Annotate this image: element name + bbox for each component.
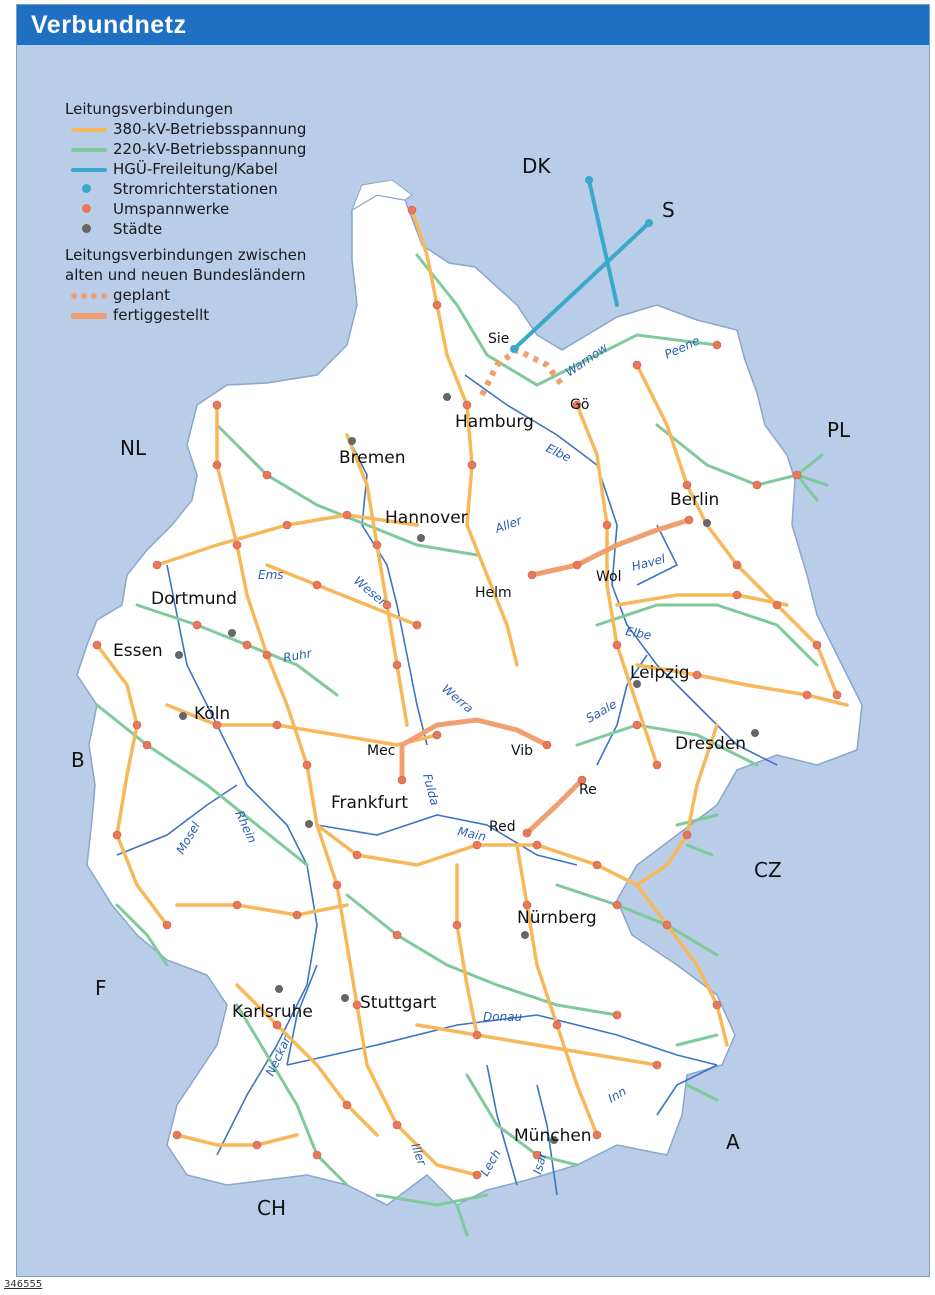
hvdc-station-dk <box>585 176 593 184</box>
city-nuernberg: Nürnberg <box>517 908 597 928</box>
legend-label-city: Städte <box>113 220 163 238</box>
station-re: Re <box>579 782 597 798</box>
legend-item-planned: geplant <box>65 285 355 305</box>
river-label-ems: Ems <box>258 568 284 582</box>
page-title: Verbundnetz <box>31 11 187 39</box>
river-neckar <box>286 964 318 1066</box>
city-koeln: Köln <box>194 704 230 724</box>
country-a: A <box>726 1130 740 1154</box>
legend: Leitungsverbindungen 380-kV-Betriebsspan… <box>65 99 355 325</box>
lines-220kv <box>95 253 829 1237</box>
river-elbe <box>464 374 778 766</box>
legend-swatch-planned <box>71 293 107 299</box>
country-pl: PL <box>827 418 851 442</box>
river-isar <box>536 1084 558 1196</box>
country-ch: CH <box>257 1196 286 1220</box>
hvdc-station-sie <box>510 345 518 353</box>
river-main <box>316 814 578 866</box>
legend-swatch-hvdc <box>71 168 107 172</box>
legend-dot-substation <box>82 204 91 213</box>
legend-swatch-380kv <box>71 128 107 132</box>
country-cz: CZ <box>754 858 782 882</box>
station-red: Red <box>489 819 516 835</box>
river-label-elbe2: Elbe <box>624 624 652 642</box>
germany-grid-map: DK S NL PL B CZ F A CH Hamburg Bremen Ha… <box>71 154 863 1237</box>
legend-item-completed: fertiggestellt <box>65 305 355 325</box>
city-stuttgart: Stuttgart <box>360 993 437 1013</box>
legend-swatch-220kv <box>71 148 107 152</box>
lines-completed <box>399 517 692 836</box>
legend-heading-east-west-1: Leitungsverbindungen zwischen <box>65 246 307 264</box>
station-goe: Gö <box>570 397 589 413</box>
river-label-isar: Isar <box>530 1150 550 1176</box>
river-lech <box>486 1064 518 1186</box>
country-s: S <box>662 198 675 222</box>
legend-dot-city <box>82 224 91 233</box>
city-hamburg: Hamburg <box>455 412 534 432</box>
legend-heading-connections: Leitungsverbindungen <box>65 100 233 118</box>
legend-label-substation: Umspannwerke <box>113 200 230 218</box>
station-mec: Mec <box>367 743 395 759</box>
country-f: F <box>95 976 107 1000</box>
river-inn <box>656 1064 718 1116</box>
legend-item-hvdc: HGÜ-Freileitung/Kabel <box>65 159 355 179</box>
station-vib: Vib <box>511 743 533 759</box>
legend-heading-east-west-2: alten und neuen Bundesländern <box>65 266 306 284</box>
city-frankfurt: Frankfurt <box>331 793 408 813</box>
legend-label-hvdc: HGÜ-Freileitung/Kabel <box>113 160 278 178</box>
city-leipzig: Leipzig <box>630 663 690 683</box>
legend-label-220kv: 220-kV-Betriebsspannung <box>113 140 307 158</box>
city-hannover: Hannover <box>385 508 468 528</box>
rivers <box>116 374 778 1196</box>
city-essen: Essen <box>113 641 163 661</box>
legend-item-converter: Stromrichterstationen <box>65 179 355 199</box>
river-havel <box>636 524 679 586</box>
map-frame: Verbundnetz <box>16 4 930 1277</box>
river-label-donau: Donau <box>483 1010 523 1024</box>
city-muenchen: München <box>514 1126 592 1146</box>
station-sie: Sie <box>488 331 509 347</box>
city-dresden: Dresden <box>675 734 746 754</box>
substations <box>92 205 842 1180</box>
river-donau <box>286 1014 718 1066</box>
legend-label-completed: fertiggestellt <box>113 306 210 324</box>
river-mosel <box>116 784 238 856</box>
footer-code: 346555 <box>4 1279 43 1290</box>
city-dortmund: Dortmund <box>151 589 237 609</box>
legend-label-380kv: 380-kV-Betriebsspannung <box>113 120 307 138</box>
river-saale <box>596 654 648 766</box>
legend-label-converter: Stromrichterstationen <box>113 180 278 198</box>
river-label-ruhr: Ruhr <box>282 646 314 665</box>
river-rhein <box>166 564 318 1156</box>
legend-item-380kv: 380-kV-Betriebsspannung <box>65 119 355 139</box>
hvdc-station-s <box>645 219 653 227</box>
city-karlsruhe: Karlsruhe <box>232 1002 313 1022</box>
title-bar: Verbundnetz <box>17 5 929 45</box>
legend-item-220kv: 220-kV-Betriebsspannung <box>65 139 355 159</box>
country-nl: NL <box>120 436 147 460</box>
station-helm: Helm <box>475 585 512 601</box>
country-dk: DK <box>522 154 551 178</box>
city-berlin: Berlin <box>670 490 719 510</box>
city-dots <box>175 393 759 1144</box>
river-label-main: Main <box>456 824 487 844</box>
country-b: B <box>71 748 85 772</box>
legend-swatch-completed <box>71 313 107 319</box>
denmark-coast <box>350 179 413 212</box>
city-bremen: Bremen <box>339 448 406 468</box>
station-wol: Wol <box>596 569 621 585</box>
legend-dot-converter <box>82 184 91 193</box>
lines-hvdc <box>512 178 651 351</box>
legend-item-city: Städte <box>65 219 355 239</box>
legend-item-substation: Umspannwerke <box>65 199 355 219</box>
legend-label-planned: geplant <box>113 286 171 304</box>
